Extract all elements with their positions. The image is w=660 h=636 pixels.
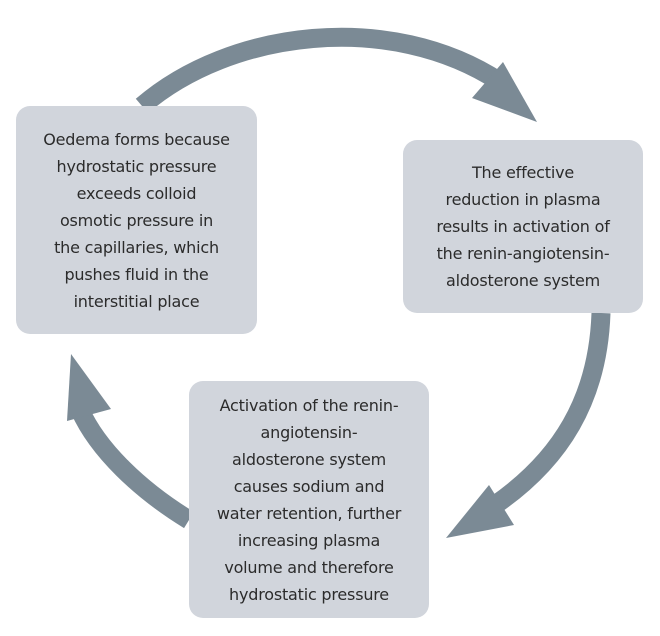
step-text-sodium-water-retention: Activation of the renin- angiotensin- al… [216, 395, 402, 604]
step-box-sodium-water-retention: Activation of the renin- angiotensin- al… [189, 381, 429, 618]
step-text-oedema-forms: Oedema forms because hydrostatic pressur… [43, 129, 230, 311]
step-text-raas-activation: The effective reduction in plasma result… [436, 163, 610, 290]
step-box-oedema-forms: Oedema forms because hydrostatic pressur… [16, 106, 257, 334]
arrowhead-oedema-to-raas [472, 62, 537, 122]
arrow-shaft-retention-to-oedema [71, 405, 194, 529]
arrow-shafts [71, 27, 611, 529]
arrow-shaft-oedema-to-raas [135, 27, 506, 114]
arrowhead-raas-to-retention [446, 485, 514, 538]
step-box-raas-activation: The effective reduction in plasma result… [403, 140, 643, 313]
arrowhead-retention-to-oedema [67, 354, 111, 421]
arrow-shaft-raas-to-retention [489, 312, 611, 513]
